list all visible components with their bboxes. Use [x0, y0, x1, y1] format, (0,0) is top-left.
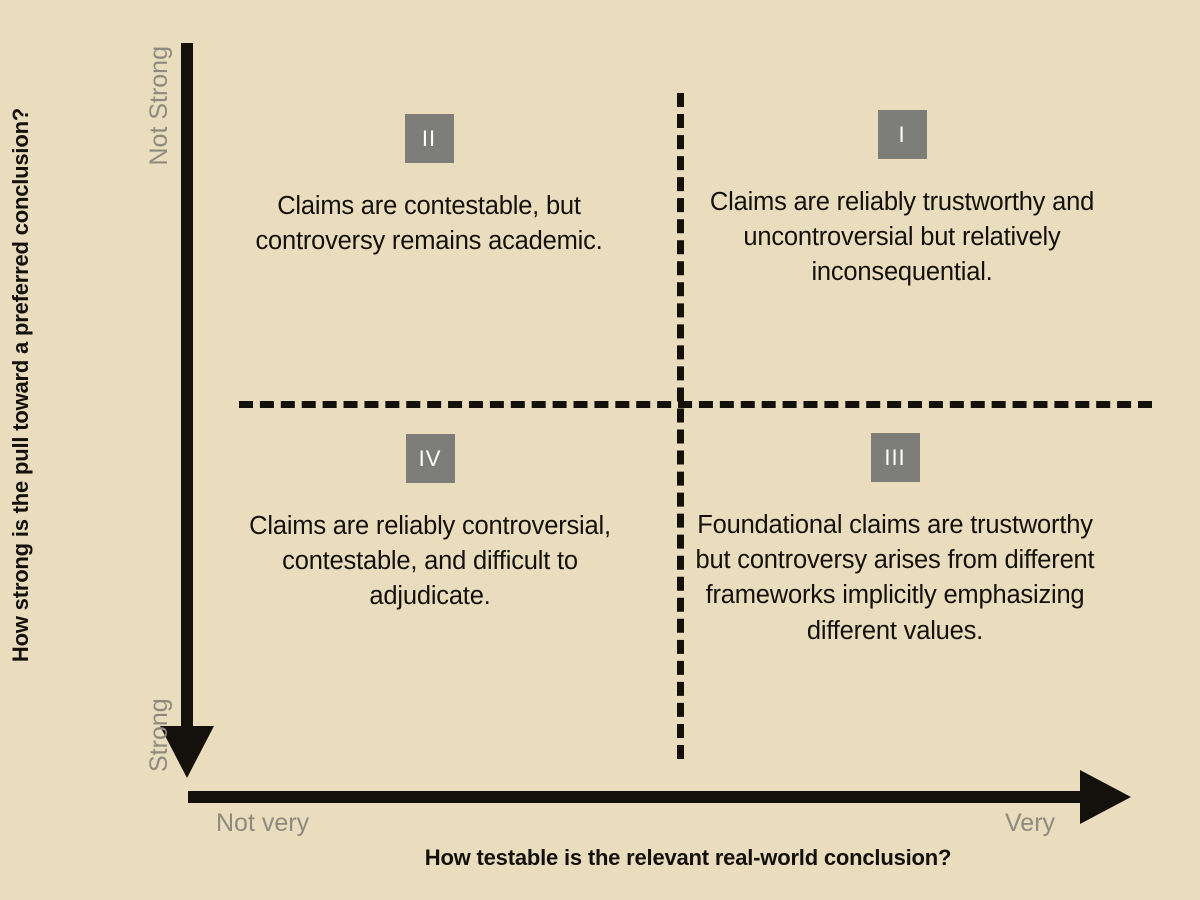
- quadrant-four-badge: IV: [405, 434, 455, 483]
- quadrant-one-badge: I: [877, 110, 927, 159]
- quadrant-two-text: Claims are contestable, but controversy …: [255, 192, 603, 256]
- quadrant-three: III Foundational claims are trustworthy …: [690, 433, 1100, 649]
- x-axis-title: How testable is the relevant real-world …: [424, 845, 952, 870]
- quadrant-one: I Claims are reliably trustworthy and un…: [700, 110, 1104, 291]
- y-axis-label-not-strong: Not Strong: [144, 46, 173, 166]
- x-axis-arrowhead-right: [1080, 770, 1131, 824]
- y-axis-title: How strong is the pull toward a preferre…: [8, 107, 33, 663]
- vertical-divider: [677, 93, 684, 759]
- quadrant-four: IV Claims are reliably controversial, co…: [235, 434, 625, 615]
- y-axis-label-strong: Strong: [144, 698, 173, 772]
- quadrant-four-text: Claims are reliably controversial, conte…: [249, 512, 611, 611]
- y-axis-line: [181, 43, 193, 733]
- quadrant-three-text: Foundational claims are trustworthy but …: [695, 511, 1095, 645]
- quadrant-one-text: Claims are reliably trustworthy and unco…: [709, 188, 1095, 287]
- quadrant-two-badge: II: [404, 114, 454, 163]
- x-axis-label-very: Very: [1005, 809, 1056, 837]
- horizontal-divider: [239, 401, 1152, 408]
- quadrant-three-badge: III: [870, 433, 920, 482]
- quadrant-two: II Claims are contestable, but controver…: [228, 114, 630, 259]
- x-axis-line: [188, 791, 1090, 803]
- x-axis-label-not-very: Not very: [216, 809, 310, 837]
